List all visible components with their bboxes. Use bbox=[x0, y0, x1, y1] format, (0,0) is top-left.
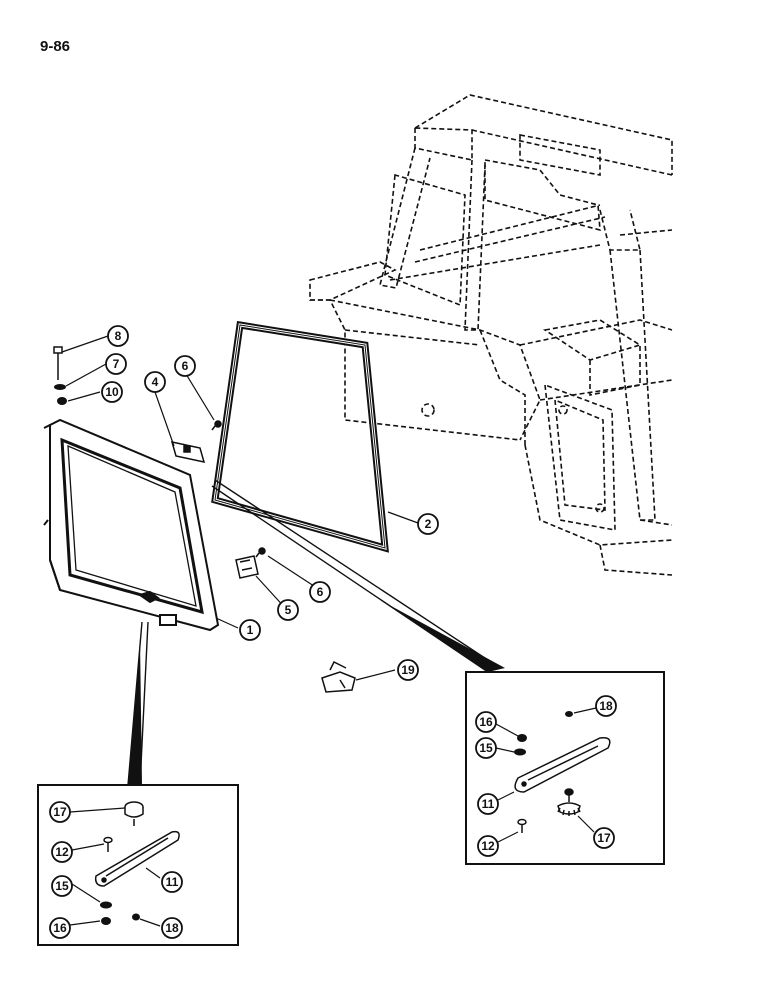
svg-text:17: 17 bbox=[597, 831, 611, 845]
svg-text:6: 6 bbox=[182, 359, 189, 373]
svg-text:15: 15 bbox=[55, 879, 69, 893]
clip-part-19 bbox=[321, 660, 356, 693]
callout-4: 4 bbox=[144, 371, 166, 393]
callouts: 8 7 10 4 6 2 1 5 6 19 17 12 11 15 16 18 … bbox=[49, 325, 617, 939]
callout-6-upper: 6 bbox=[174, 355, 196, 377]
nut-part-16-left bbox=[101, 917, 111, 925]
leader-lines bbox=[61, 335, 501, 786]
svg-text:16: 16 bbox=[53, 921, 67, 935]
svg-text:12: 12 bbox=[481, 839, 495, 853]
washer-part-7 bbox=[54, 384, 66, 390]
callout-2: 2 bbox=[417, 513, 439, 535]
latch-plate-part-4 bbox=[170, 441, 206, 463]
callout-18-left: 18 bbox=[161, 917, 183, 939]
svg-text:18: 18 bbox=[165, 921, 179, 935]
nut-part-10 bbox=[57, 397, 67, 405]
window-seal-part-2 bbox=[211, 320, 389, 553]
callout-12-right: 12 bbox=[477, 835, 499, 857]
svg-text:7: 7 bbox=[113, 357, 120, 371]
detail-box-right bbox=[465, 671, 665, 865]
svg-text:10: 10 bbox=[105, 385, 119, 399]
screw-part-12-right bbox=[517, 818, 527, 833]
svg-text:16: 16 bbox=[479, 715, 493, 729]
knob-part-17-left bbox=[124, 801, 144, 826]
callout-16-right: 16 bbox=[475, 711, 497, 733]
callout-5: 5 bbox=[277, 599, 299, 621]
door-frame-part-1 bbox=[43, 418, 220, 632]
washer-part-15-left bbox=[100, 901, 112, 909]
callout-16-left: 16 bbox=[49, 917, 71, 939]
svg-text:11: 11 bbox=[166, 875, 179, 889]
callout-7: 7 bbox=[105, 353, 127, 375]
bolt-part-8 bbox=[53, 346, 63, 380]
callout-12-left: 12 bbox=[51, 841, 73, 863]
svg-text:15: 15 bbox=[479, 741, 493, 755]
svg-text:18: 18 bbox=[599, 699, 613, 713]
cab-outline bbox=[309, 94, 673, 576]
svg-text:4: 4 bbox=[152, 375, 159, 389]
callout-1: 1 bbox=[239, 619, 261, 641]
callout-18-right: 18 bbox=[595, 695, 617, 717]
washer-part-15-right bbox=[514, 748, 526, 756]
screw-part-6-lower bbox=[255, 547, 266, 558]
detail-box-left bbox=[37, 784, 239, 946]
arm-part-11-left bbox=[94, 830, 180, 887]
svg-text:11: 11 bbox=[482, 797, 495, 811]
nut-part-16-right bbox=[517, 734, 527, 742]
callout-17-right: 17 bbox=[593, 827, 615, 849]
callout-10: 10 bbox=[101, 381, 123, 403]
svg-text:2: 2 bbox=[425, 517, 432, 531]
callout-8: 8 bbox=[107, 325, 129, 347]
callout-17-left: 17 bbox=[49, 801, 71, 823]
svg-text:19: 19 bbox=[401, 663, 415, 677]
nut-part-18-right bbox=[565, 711, 573, 717]
screw-part-12-left bbox=[103, 836, 113, 852]
svg-text:12: 12 bbox=[55, 845, 69, 859]
knob-part-17-right bbox=[557, 788, 581, 816]
svg-text:8: 8 bbox=[115, 329, 122, 343]
bracket-part-5 bbox=[235, 555, 259, 579]
callout-19: 19 bbox=[397, 659, 419, 681]
arm-part-11-right bbox=[514, 736, 611, 793]
page-number: 9-86 bbox=[40, 38, 71, 55]
screw-part-6-upper bbox=[211, 420, 222, 431]
wedge-right bbox=[380, 600, 505, 672]
callout-11-left: 11 bbox=[161, 871, 183, 893]
callout-15-right: 15 bbox=[475, 737, 497, 759]
callout-11-right: 11 bbox=[477, 793, 499, 815]
callout-15-left: 15 bbox=[51, 875, 73, 897]
nut-part-18-left bbox=[132, 913, 140, 921]
svg-text:17: 17 bbox=[53, 805, 67, 819]
svg-text:6: 6 bbox=[317, 585, 324, 599]
svg-text:5: 5 bbox=[285, 603, 292, 617]
callout-6-lower: 6 bbox=[309, 581, 331, 603]
svg-text:1: 1 bbox=[247, 623, 254, 637]
wedge-left bbox=[128, 640, 142, 785]
